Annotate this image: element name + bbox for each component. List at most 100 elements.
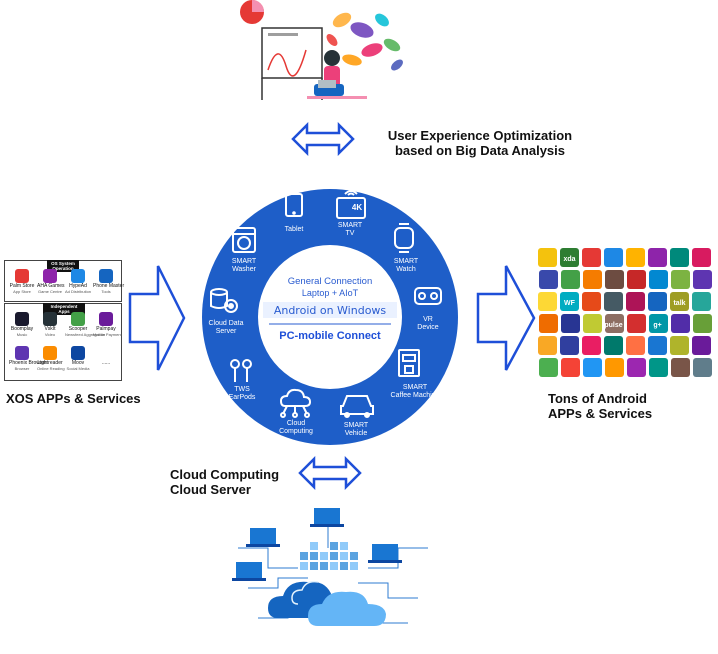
- top-caption: User Experience Optimization based on Bi…: [370, 128, 590, 158]
- app-name: Palm Store: [9, 283, 35, 289]
- android-app-icon: [560, 336, 579, 355]
- android-app-icon: [560, 292, 579, 311]
- tv-icon: [336, 190, 366, 219]
- earpods-label-2: EarPods: [228, 394, 256, 401]
- android-app-icon: [627, 358, 646, 377]
- center-text-block: General Connection Laptop + AIoT Android…: [258, 268, 402, 368]
- android-app-icon: [604, 292, 623, 311]
- android-app-icon: [648, 292, 667, 311]
- cloud-icon: [268, 580, 386, 626]
- cloud-computing-icon: [279, 388, 312, 418]
- ring-label-vehicle: SMART Vehicle: [326, 422, 386, 438]
- app-icon: [15, 269, 29, 283]
- vehicle-label-2: Vehicle: [344, 430, 368, 437]
- right-arrow: [476, 265, 536, 371]
- android-app-icon: [693, 270, 712, 289]
- cloud-network-illustration: [232, 508, 428, 626]
- android-app-label: talk: [673, 300, 685, 307]
- android-app-icon: [626, 292, 645, 311]
- app-icon: [99, 312, 113, 326]
- vehicle-icon: [340, 395, 374, 418]
- laptop-icon: [368, 544, 402, 563]
- ring-label-coffee: SMART Caffee Machine: [380, 384, 450, 400]
- center-line-pc-mobile: PC-mobile Connect: [279, 330, 381, 342]
- ring-label-earpods: TWS EarPods: [212, 386, 272, 402]
- android-app-icon: [582, 292, 601, 311]
- bottom-caption-line1: Cloud Computing: [170, 467, 280, 482]
- watch-label-1: SMART: [393, 258, 419, 265]
- app-subtitle: Newsfeed Aggregation: [65, 332, 106, 337]
- clouddata-label-2: Server: [215, 328, 237, 335]
- app-name: Phone Master: [93, 283, 125, 289]
- app-cell[interactable]: ......: [93, 346, 119, 366]
- android-app-icon: [648, 248, 667, 267]
- app-name: Scooper: [68, 326, 88, 332]
- app-subtitle: Game Centre: [37, 289, 62, 294]
- android-app-label: WF: [564, 300, 576, 307]
- data-blocks: [300, 542, 358, 570]
- app-name: AHA Games: [37, 283, 65, 289]
- vr-headset-icon: [414, 287, 442, 305]
- android-app-icon: [693, 314, 712, 333]
- android-app-icon: [604, 336, 623, 355]
- android-app-icon: [560, 248, 579, 267]
- earpods-icon: [230, 359, 252, 382]
- app-name: ......: [101, 360, 111, 366]
- android-app-icon: [671, 270, 690, 289]
- app-icon: [15, 312, 29, 326]
- right-caption: Tons of Android APPs & Services: [548, 391, 688, 421]
- tablet-icon: [285, 193, 303, 217]
- android-app-icon: [604, 248, 623, 267]
- app-icon: [15, 346, 29, 360]
- android-app-icon: [692, 292, 711, 311]
- app-name: Boomplay: [10, 326, 34, 332]
- ring-label-tv: SMART TV: [320, 222, 380, 238]
- android-app-icon: [671, 314, 690, 333]
- ring-label-cloud: Cloud Computing: [266, 420, 326, 436]
- cloud-label-1: Cloud: [286, 420, 306, 427]
- android-app-icon: [582, 248, 601, 267]
- android-app-icon: [627, 314, 646, 333]
- android-app-icon: [627, 270, 646, 289]
- washer-label-1: SMART: [231, 258, 257, 265]
- cloud-data-server-icon: [210, 288, 238, 313]
- earpods-label-1: TWS: [234, 386, 250, 393]
- laptop-icon: [246, 528, 280, 547]
- android-app-label: g+: [653, 322, 661, 329]
- android-app-icon: [583, 314, 602, 333]
- android-app-icon: [539, 270, 558, 289]
- watch-label-2: Watch: [396, 266, 416, 273]
- android-app-icon: [582, 336, 601, 355]
- app-name: Palmpay: [96, 326, 116, 332]
- app-icon: [71, 312, 85, 326]
- left-caption: XOS APPs & Services: [6, 391, 141, 406]
- app-subtitle: Social Media: [66, 366, 90, 371]
- app-subtitle: Tools: [101, 289, 111, 294]
- clouddata-label-1: Cloud Data: [208, 320, 244, 327]
- cloud-label-2: Computing: [279, 428, 313, 435]
- android-app-icon: [692, 248, 711, 267]
- central-ring: [202, 189, 458, 445]
- top-double-arrow: [291, 122, 355, 156]
- right-caption-line1: Tons of Android: [548, 391, 647, 406]
- android-app-icon: [649, 270, 668, 289]
- app-name: Moov: [71, 360, 85, 366]
- ring-label-washer: SMART Washer: [214, 258, 274, 274]
- app-name: Lightreader: [37, 360, 63, 366]
- android-app-icon: [561, 270, 580, 289]
- android-app-icon: [561, 358, 580, 377]
- android-app-icon: [670, 248, 689, 267]
- android-app-icon: [692, 336, 711, 355]
